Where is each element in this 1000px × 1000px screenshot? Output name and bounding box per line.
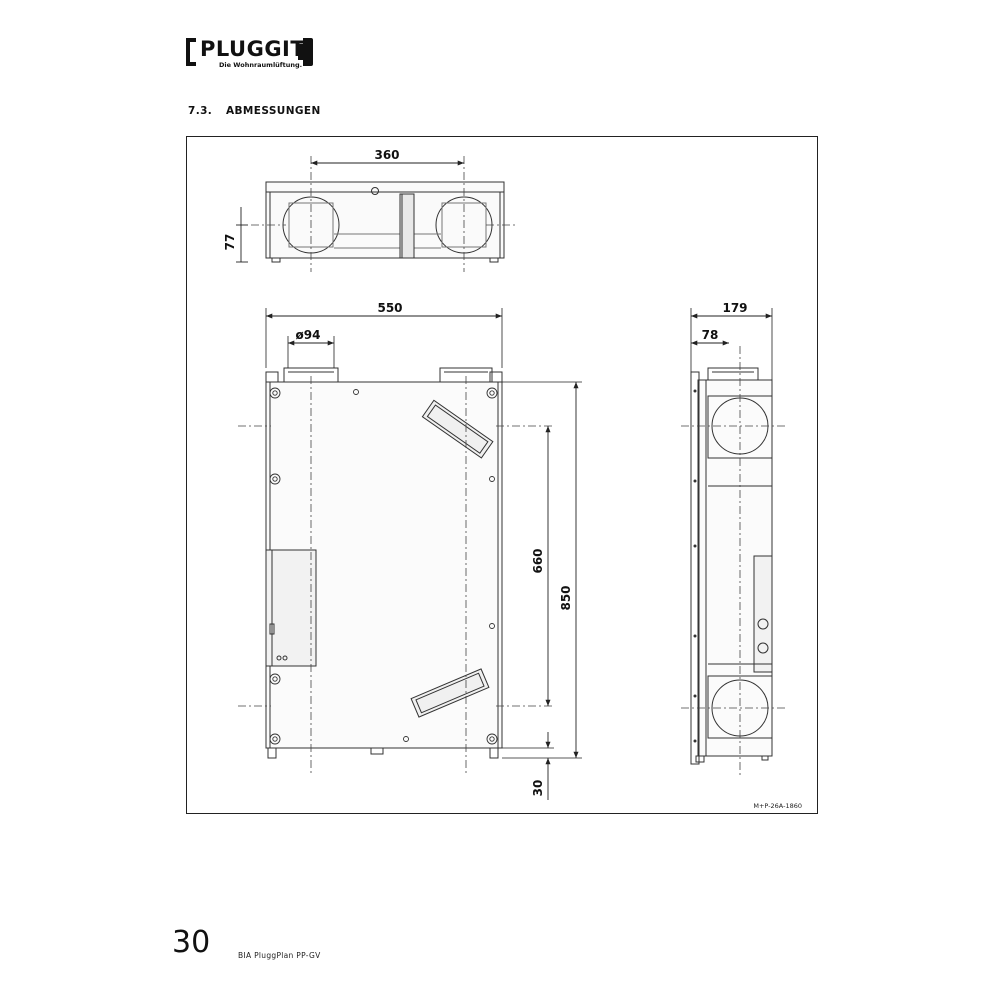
dim-height: 850 <box>502 381 582 759</box>
dim-foot-offset: 30 <box>502 732 554 800</box>
section-title: ABMESSUNGEN <box>226 105 321 117</box>
dim-port-diameter-label: ø94 <box>296 328 321 342</box>
dim-side-depth-label: 179 <box>722 301 747 315</box>
side-view <box>681 346 786 776</box>
dim-top-depth-label: 77 <box>223 234 237 251</box>
dim-top-width-label: 360 <box>374 148 399 162</box>
dim-top-width: 360 <box>311 148 464 166</box>
dim-side-offset-label: 78 <box>702 328 719 342</box>
page-number: 30 <box>172 925 211 960</box>
logo-tagline: Die Wohnraumlüftung. <box>219 61 303 69</box>
logo-text: PLUGGIT <box>200 37 306 61</box>
dim-port-spacing-label: 660 <box>531 548 545 573</box>
section-number: 7.3. <box>188 105 213 117</box>
pluggit-logo: PLUGGIT Die Wohnraumlüftung. <box>186 36 326 74</box>
dim-port-spacing: 660 <box>531 426 551 706</box>
document-title: BIA PluggPlan PP-GV <box>238 951 321 960</box>
dim-front-width: 550 <box>265 301 503 368</box>
logo-bracket-right <box>298 38 313 66</box>
dim-side-offset: 78 <box>691 328 729 346</box>
dim-side-depth: 179 <box>690 301 773 380</box>
technical-drawing: 360 77 <box>223 148 802 810</box>
drawing-frame <box>186 136 818 814</box>
dim-front-width-label: 550 <box>377 301 402 315</box>
drawing-code: M+P-26A-1860 <box>753 802 802 810</box>
front-view <box>238 367 554 776</box>
section-heading: 7.3. ABMESSUNGEN <box>188 105 321 117</box>
dim-height-label: 850 <box>559 585 573 610</box>
top-view <box>251 156 518 272</box>
dim-top-depth: 77 <box>223 207 248 263</box>
logo-bracket-left <box>186 38 196 66</box>
dim-foot-offset-label: 30 <box>531 780 545 797</box>
dim-port-diameter: ø94 <box>287 328 335 368</box>
